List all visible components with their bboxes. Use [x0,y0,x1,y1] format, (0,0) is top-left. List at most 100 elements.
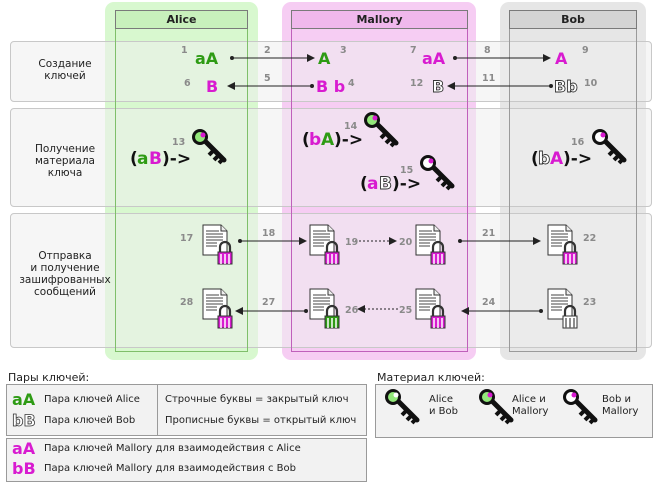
mallory-alice-public-glyph: A [318,49,331,68]
svg-text:A: A [321,130,335,150]
key-alice-bob-icon [385,389,417,423]
bob-encrypted-doc-23 [546,287,578,329]
key-bob-mallory-icon-2 [592,129,624,163]
legend-key-alice-bob-label: Alice и Bob [429,394,459,417]
step-18: 18 [262,228,276,239]
step-20: 20 [399,237,413,248]
step-24: 24 [482,297,496,308]
legend-pairs-title: Пары ключей: [8,371,90,384]
mallory-aA-glyph: aA [422,49,446,68]
svg-text:B: B [379,174,392,194]
step-5: 5 [264,73,271,84]
key-alice-mallory-icon [192,129,224,163]
row-label-key-creation: Создание ключей [38,58,92,82]
key-alice-mallory-legend-icon [479,389,511,423]
legend-material-box [375,384,653,438]
svg-text:A: A [550,149,564,169]
legend-mallory-bob-glyph: bB [12,459,36,478]
svg-text:)->: )-> [392,174,421,194]
step-13: 13 [172,137,185,148]
alice-encrypted-doc-28 [201,287,233,329]
mallory-encrypted-doc-26 [308,287,340,329]
mallory-encrypted-doc-20 [414,223,446,265]
step-1: 1 [181,45,188,56]
bob-encrypted-doc-22 [546,223,578,265]
bob-public-A-glyph: A [555,49,568,68]
step-6: 6 [184,78,191,89]
legend-pairs-box [6,384,367,436]
legend-mallory-alice-glyph: aA [12,439,36,458]
step-8: 8 [484,45,491,56]
legend-material-icons [385,389,651,436]
legend-alice-pair-label: Пара ключей Alice [44,394,140,405]
alice-keypair-glyph: aA [195,49,219,68]
mallory-bob-public-B-glyph: B [432,77,444,96]
mallory-material-formula-1: ( b A )-> [302,130,363,150]
step-25: 25 [399,305,412,316]
key-alice-mallory-icon-2 [364,112,396,146]
step-3: 3 [340,45,347,56]
svg-text:(: ( [360,174,368,194]
alice-material-formula: ( a B )-> [130,149,191,169]
legend-lowercase-note: Строчные буквы = закрытый ключ [165,394,349,405]
legend-bob-pair-label: Пара ключей Bob [44,415,136,426]
step-27: 27 [262,297,275,308]
flow-diagram: 1 aA 2 A 3 7 aA 8 A 9 6 B 5 B b 4 12 B 1… [130,45,660,329]
svg-text:(: ( [130,149,138,169]
row-band-key-material [10,108,652,207]
step-11: 11 [482,73,495,84]
step-23: 23 [583,297,596,308]
step-28: 28 [180,297,194,308]
legend-material-title: Материал ключей: [377,371,485,384]
legend-mallory-bob-label: Пара ключей Mallory для взаимодействия с… [44,463,297,474]
legend-mallory-pairs-box [6,438,367,482]
svg-text:b: b [538,149,550,169]
mallory-Bb-glyph: B b [316,77,345,96]
bob-column-header: Bob [509,10,637,29]
svg-text:b: b [309,130,321,150]
alice-public-B-glyph: B [206,77,218,96]
alice-encrypted-doc-17 [201,223,233,265]
svg-text:)->: )-> [162,149,191,169]
step-9: 9 [582,45,589,56]
step-4: 4 [348,78,355,89]
step-15: 15 [400,165,413,176]
svg-text:(: ( [302,130,310,150]
svg-text:)->: )-> [334,130,363,150]
bob-keypair-glyph: Bb [554,77,578,96]
step-10: 10 [584,78,598,89]
svg-text:(: ( [531,149,539,169]
step-17: 17 [180,233,193,244]
step-16: 16 [571,137,585,148]
step-2: 2 [264,45,271,56]
step-7: 7 [410,45,417,56]
row-band-key-creation [10,41,652,102]
legend-mallory-alice-label: Пара ключей Mallory для взаимодействия с… [44,443,301,454]
step-21: 21 [482,228,495,239]
legend-bob-pair-glyph: bB [12,411,36,431]
legend-key-bob-mallory-label: Bob и Mallory [602,394,639,417]
step-22: 22 [583,233,596,244]
legend-alice-pair-glyph: aA [12,390,36,409]
legend-uppercase-note: Прописные буквы = открытый ключ [165,415,357,426]
row-label-key-material: Получение материала ключа [34,143,96,179]
row-label-messaging: Отправка и получение зашифрованных сообщ… [19,250,111,298]
svg-text:)->: )-> [563,149,592,169]
mallory-material-formula-2: ( a B )-> [360,174,421,195]
svg-text:a: a [367,174,378,194]
legend-pairs-divider [157,385,158,435]
alice-column-header: Alice [115,10,248,29]
legend-key-alice-mallory-label: Alice и Mallory [512,394,549,417]
mallory-encrypted-doc-19 [308,223,340,265]
step-26: 26 [345,305,359,316]
step-14: 14 [344,121,358,132]
key-bob-mallory-legend-icon [563,389,595,423]
bob-material-formula: ( b A )-> [531,149,592,170]
svg-text:B: B [149,149,162,169]
mallory-encrypted-doc-25 [414,287,446,329]
svg-text:a: a [137,149,148,169]
mallory-column-header: Mallory [291,10,468,29]
step-12: 12 [410,78,423,89]
key-bob-mallory-icon [420,155,452,189]
